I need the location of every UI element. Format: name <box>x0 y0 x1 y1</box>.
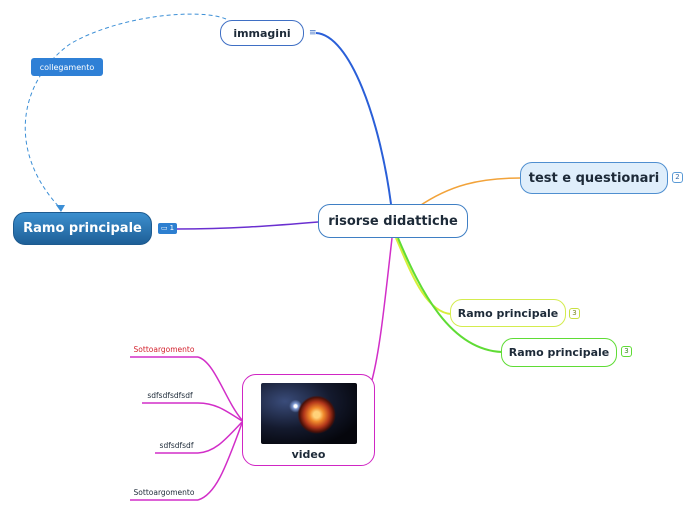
topic-test-label: test e questionari <box>528 170 660 186</box>
branch-ramo-green <box>397 237 503 353</box>
topic-ramo-principale-main[interactable]: Ramo principale <box>13 212 152 245</box>
branch-video <box>371 237 393 381</box>
subtopic-count-badge[interactable]: 3 <box>569 308 580 319</box>
branch-immagini <box>315 32 392 205</box>
topic-ramo-yellow-label: Ramo principale <box>457 306 559 320</box>
branch-test <box>417 177 522 208</box>
notes-icon[interactable]: ≡ <box>309 28 317 38</box>
comment-badge[interactable]: ▭ 1 <box>158 223 177 234</box>
subtopic-count-badge[interactable]: 2 <box>672 172 683 183</box>
central-topic-label: risorse didattiche <box>328 213 458 229</box>
sub-connector-3 <box>197 421 243 454</box>
topic-ramo-green-label: Ramo principale <box>508 346 610 359</box>
comment-icon: ▭ <box>160 224 168 232</box>
relationship-line <box>24 13 227 210</box>
sub-connector-1 <box>197 356 243 421</box>
subtopic-1[interactable]: Sottoargomento <box>133 345 195 354</box>
subtopic-4[interactable]: Sottoargomento <box>133 488 195 497</box>
subtopic-3[interactable]: sdfsdfsdf <box>159 441 194 450</box>
relationship-label[interactable]: collegamento <box>31 58 103 76</box>
central-topic[interactable]: risorse didattiche <box>318 204 468 238</box>
topic-ramo-big-label: Ramo principale <box>23 221 142 236</box>
branch-ramo-big <box>175 221 319 230</box>
sub-connector-4 <box>197 422 243 501</box>
branch-ramo-yellow <box>395 237 452 315</box>
topic-test-e-questionari[interactable]: test e questionari <box>520 162 668 194</box>
topic-video-label: video <box>291 448 326 461</box>
topic-video[interactable]: video <box>242 374 375 466</box>
topic-immagini-label: immagini <box>233 26 291 40</box>
sub-connector-2 <box>197 402 243 422</box>
topic-ramo-principale-green[interactable]: Ramo principale <box>501 338 617 367</box>
topic-immagini[interactable]: immagini <box>220 20 304 46</box>
subtopic-count-badge[interactable]: 3 <box>621 346 632 357</box>
topic-ramo-principale-yellow[interactable]: Ramo principale <box>450 299 566 327</box>
video-thumbnail-image <box>260 383 357 444</box>
subtopic-2[interactable]: sdfsdfsdfsdf <box>147 391 193 400</box>
relationship-arrowhead <box>56 205 65 212</box>
